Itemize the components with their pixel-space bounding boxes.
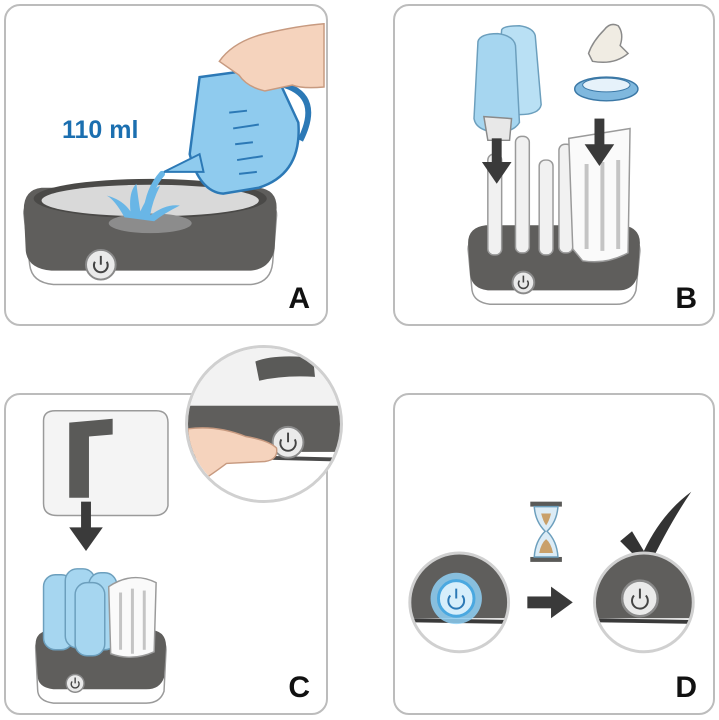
power-button-icon [631,588,649,610]
step-letter-c: C [288,671,310,704]
teat-icon [573,23,639,102]
arrow-down-icon [584,118,615,166]
power-button-icon [447,588,466,610]
power-button-idle [594,553,694,652]
step-a-panel: 110 ml A [4,4,328,326]
water-splash [106,183,180,222]
hourglass-icon [530,501,562,562]
power-button-lit [409,553,509,652]
checkmark-icon [620,491,692,569]
load-bottles-illustration [467,23,641,305]
power-button-icon [511,270,536,295]
arrow-down-icon [69,501,103,552]
cycle-complete-illustration [408,491,695,654]
power-button-icon [271,425,305,459]
bottle-icon [42,568,118,657]
arrow-down-icon [481,138,512,184]
water-volume-label: 110 ml [62,116,139,144]
finger-press-icon [188,427,278,484]
step-c-panel: C [4,393,328,715]
step-b-panel: B [393,4,715,326]
step-letter-a: A [288,282,310,315]
cover-and-press-illustration [34,410,169,704]
step-letter-b: B [675,282,697,315]
power-button-icon [65,673,85,694]
step-letter-d: D [675,671,697,704]
arrow-right-icon [527,586,573,619]
step-d-panel: D [393,393,715,715]
hand-icon [218,22,325,92]
bottle-icon [473,25,542,142]
jug-icon [163,65,312,195]
power-button-icon [85,248,117,281]
pour-water-illustration [23,22,325,286]
press-button-zoom [185,345,343,503]
